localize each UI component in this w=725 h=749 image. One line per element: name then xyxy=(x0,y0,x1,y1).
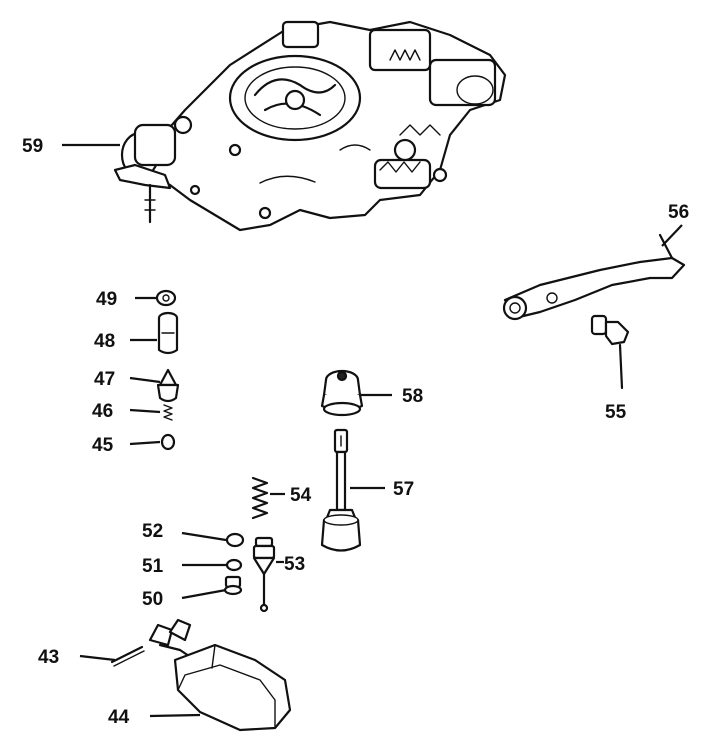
callout-56: 56 xyxy=(668,202,689,223)
callout-50: 50 xyxy=(142,589,163,610)
callout-53: 53 xyxy=(284,554,305,575)
leader-43 xyxy=(79,654,116,662)
leader-52 xyxy=(181,531,227,542)
leader-45 xyxy=(129,440,161,446)
pump-plunger xyxy=(320,428,362,552)
float-pin xyxy=(110,645,145,667)
callout-48: 48 xyxy=(94,331,115,352)
float xyxy=(148,618,292,732)
small-nut xyxy=(155,289,177,307)
plug-screw xyxy=(223,575,243,596)
callout-58: 58 xyxy=(402,386,423,407)
callout-55: 55 xyxy=(605,402,627,423)
rubber-boot xyxy=(320,369,364,417)
pivot-bolt xyxy=(590,314,630,390)
leader-46 xyxy=(129,408,161,414)
discharge-needle xyxy=(252,536,276,613)
callout-59: 59 xyxy=(22,136,43,157)
check-valve xyxy=(156,368,180,403)
callout-51: 51 xyxy=(142,556,164,577)
callout-44: 44 xyxy=(108,707,130,728)
leader-50 xyxy=(181,588,227,600)
retainer-clip xyxy=(225,532,245,548)
callout-54: 54 xyxy=(290,485,312,506)
callout-46: 46 xyxy=(92,401,113,422)
small-spring xyxy=(163,404,173,421)
callout-labels: 59 56 55 49 48 47 46 45 58 57 54 52 51 5… xyxy=(22,136,689,728)
callout-45: 45 xyxy=(92,435,114,456)
pump-spring xyxy=(251,476,269,520)
leader-56 xyxy=(661,224,683,247)
callout-47: 47 xyxy=(94,369,115,390)
leader-44 xyxy=(149,713,201,718)
throttle-lever xyxy=(502,233,686,321)
leader-47 xyxy=(129,376,161,384)
carburetor-body xyxy=(113,20,507,232)
callout-57: 57 xyxy=(393,479,414,500)
check-ball xyxy=(160,433,176,451)
valve-sleeve xyxy=(157,311,179,355)
washer xyxy=(225,558,243,572)
callout-43: 43 xyxy=(38,647,59,668)
callout-52: 52 xyxy=(142,521,163,542)
callout-leaders xyxy=(62,143,683,718)
callout-49: 49 xyxy=(96,289,117,310)
